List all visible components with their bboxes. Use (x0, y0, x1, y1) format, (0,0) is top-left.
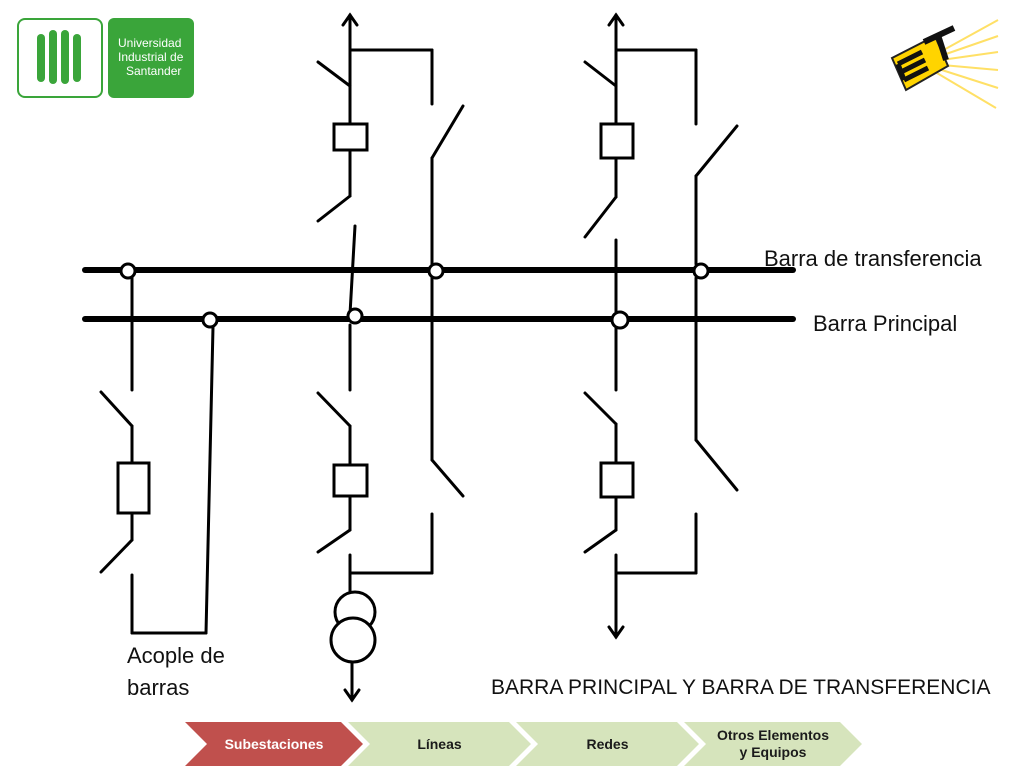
bay-transformer (316, 12, 465, 703)
uis-name-logo: Universidad Industrial de Santander (108, 18, 194, 98)
nav-lineas-label: Líneas (417, 735, 462, 752)
slide-title: BARRA PRINCIPAL Y BARRA DE TRANSFERENCIA (491, 676, 991, 699)
uis-name-line-3: Santander (126, 64, 182, 78)
nav-subestaciones[interactable]: Subestaciones (185, 722, 363, 766)
nav-redes[interactable]: Redes (516, 722, 699, 766)
coupler-label-line-2: barras (127, 675, 190, 700)
nav-otros-label-line-2: y Equipos (739, 744, 807, 760)
uis-monogram-logo (17, 18, 103, 98)
nav-otros-label-line-1: Otros Elementos (716, 727, 830, 743)
coupler-label-line-1: Acople de (127, 643, 225, 668)
et-badge-icon (890, 19, 999, 109)
transfer-bus-label: Barra de transferencia (764, 246, 982, 271)
nav-subestaciones-label: Subestaciones (224, 735, 324, 752)
uis-name-line-1: Universidad (118, 36, 182, 50)
nav-otros-elementos[interactable]: Otros Elementos y Equipos (684, 722, 862, 766)
main-bus-label: Barra Principal (813, 311, 958, 336)
coupler-bay (99, 262, 219, 635)
uis-name-line-2: Industrial de (118, 50, 184, 64)
nav-redes-label: Redes (586, 735, 629, 752)
uis-monogram-icon (37, 30, 81, 84)
nav-lineas[interactable]: Líneas (348, 722, 531, 766)
bay-line (583, 12, 739, 640)
